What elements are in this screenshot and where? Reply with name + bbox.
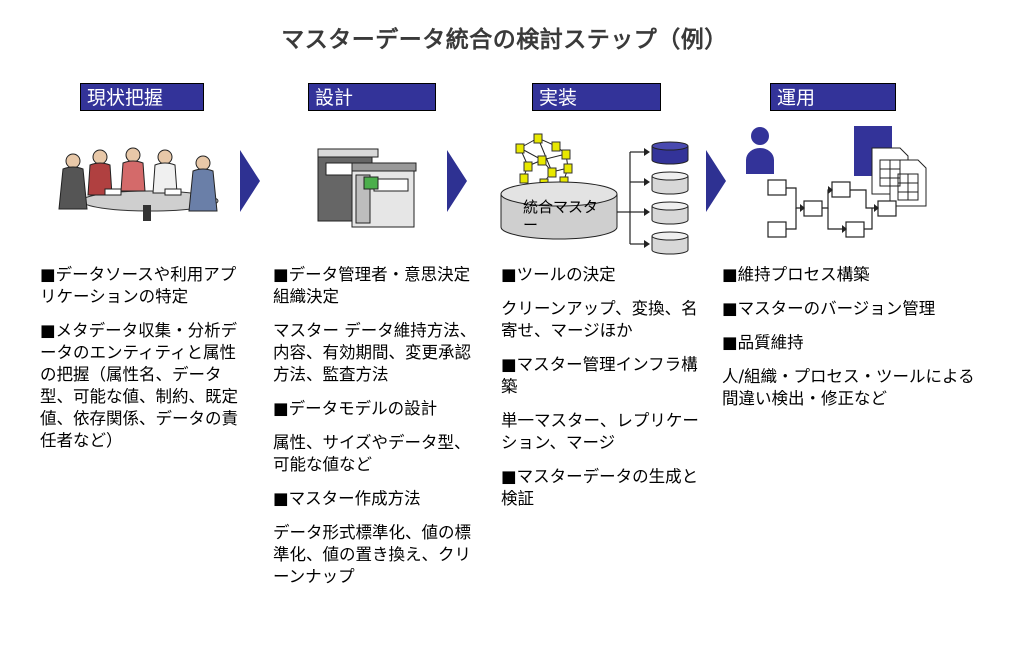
list-item: ■データモデルの設計 bbox=[273, 399, 438, 418]
list-item: ■データソースや利用アプリケーションの特定 bbox=[40, 265, 237, 306]
database-label: 統合マスター bbox=[523, 198, 599, 234]
step-arrow-icon bbox=[240, 150, 260, 212]
meeting-people-icon bbox=[58, 147, 219, 221]
list-item: ■マスター管理インフラ構築 bbox=[501, 355, 698, 396]
workflow-icon bbox=[746, 126, 927, 238]
list-item: 属性、サイズやデータ型、可能な値など bbox=[273, 433, 471, 474]
list-item: ■データ管理者・意思決定組織決定 bbox=[273, 265, 471, 306]
binder-document-icon bbox=[317, 148, 417, 228]
step-arrow-icon bbox=[706, 150, 726, 212]
phase-header-unyo: 運用 bbox=[770, 83, 896, 111]
column-unyo: ■維持プロセス構築 ■マスターのバージョン管理 ■品質維持 人/組織・プロセス・… bbox=[722, 264, 984, 422]
list-item: ■メタデータ収集・分析データのエンティティと属性の把握（属性名、データ型、可能な… bbox=[40, 321, 238, 450]
list-item: ■マスターのバージョン管理 bbox=[722, 299, 936, 318]
column-jisso: ■ツールの決定 クリーンアップ、変換、名寄せ、マージほか ■マスター管理インフラ… bbox=[501, 264, 701, 522]
phase-header-jisso: 実装 bbox=[532, 83, 661, 111]
list-item: ■マスターデータの生成と検証 bbox=[501, 467, 699, 508]
list-item: ■マスター作成方法 bbox=[273, 489, 421, 508]
phase-header-sekkei: 設計 bbox=[308, 83, 436, 111]
list-item: 単一マスター、レプリケーション、マージ bbox=[501, 411, 699, 452]
step-arrow-icon bbox=[447, 150, 467, 212]
column-genjo: ■データソースや利用アプリケーションの特定 ■メタデータ収集・分析データのエンテ… bbox=[40, 264, 250, 464]
list-item: マスター データ維持方法、内容、有効期間、変更承認方法、監査方法 bbox=[273, 321, 477, 384]
list-item: ■品質維持 bbox=[722, 333, 804, 352]
list-item: ■維持プロセス構築 bbox=[722, 265, 870, 284]
column-sekkei: ■データ管理者・意思決定組織決定 マスター データ維持方法、内容、有効期間、変更… bbox=[273, 264, 481, 600]
list-item: ■ツールの決定 bbox=[501, 265, 616, 284]
list-item: データ形式標準化、値の標準化、値の置き換え、クリーンナップ bbox=[273, 523, 471, 586]
database-network-icon bbox=[500, 133, 689, 255]
phase-header-genjo: 現状把握 bbox=[80, 83, 204, 111]
diagram-title: マスターデータ統合の検討ステップ（例） bbox=[281, 27, 728, 53]
list-item: 人/組織・プロセス・ツールによる間違い検出・修正など bbox=[722, 367, 975, 408]
list-item: クリーンアップ、変換、名寄せ、マージほか bbox=[501, 299, 698, 340]
